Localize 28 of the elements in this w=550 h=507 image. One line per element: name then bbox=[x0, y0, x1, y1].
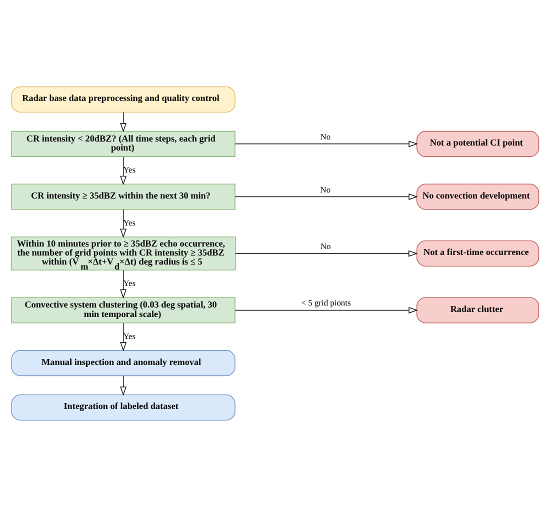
edge-label: Yes bbox=[123, 278, 136, 288]
edge-label: No bbox=[320, 240, 331, 251]
node-box: Not a first-time occurrence bbox=[416, 240, 540, 267]
arrow bbox=[120, 322, 126, 352]
node-box: CR intensity < 20dBZ? (All time steps, each grid point) bbox=[11, 130, 236, 157]
node-box: Radar clutter bbox=[416, 297, 540, 324]
arrow bbox=[234, 307, 418, 314]
arrow bbox=[234, 140, 418, 148]
arrow bbox=[120, 209, 126, 238]
node-box: Not a potential CI point bbox=[416, 130, 540, 157]
edge-label: Yes bbox=[123, 217, 136, 228]
node-box: Integration of labeled dataset bbox=[11, 394, 236, 421]
arrow bbox=[120, 376, 126, 396]
edge-label: No bbox=[320, 131, 331, 142]
arrow bbox=[120, 112, 126, 132]
node-box: Convective system clustering (0.03 deg spatial, 30 min temporal scale) bbox=[11, 297, 236, 324]
arrow bbox=[120, 270, 126, 298]
edge-label: < 5 grid pionts bbox=[301, 298, 351, 308]
node-box: CR intensity ≥ 35dBZ within the next 30 min? bbox=[11, 184, 236, 210]
arrow bbox=[235, 250, 418, 257]
arrow bbox=[234, 194, 418, 200]
node-box: Radar base data preprocessing and quality control bbox=[11, 86, 236, 113]
node-box: No convection development bbox=[416, 184, 540, 210]
edge-label: Yes bbox=[123, 164, 136, 175]
edge-label: Yes bbox=[123, 330, 136, 341]
arrow bbox=[120, 156, 126, 186]
edge-label: No bbox=[320, 184, 331, 194]
node-box: Manual inspection and anomaly removal bbox=[11, 350, 236, 376]
